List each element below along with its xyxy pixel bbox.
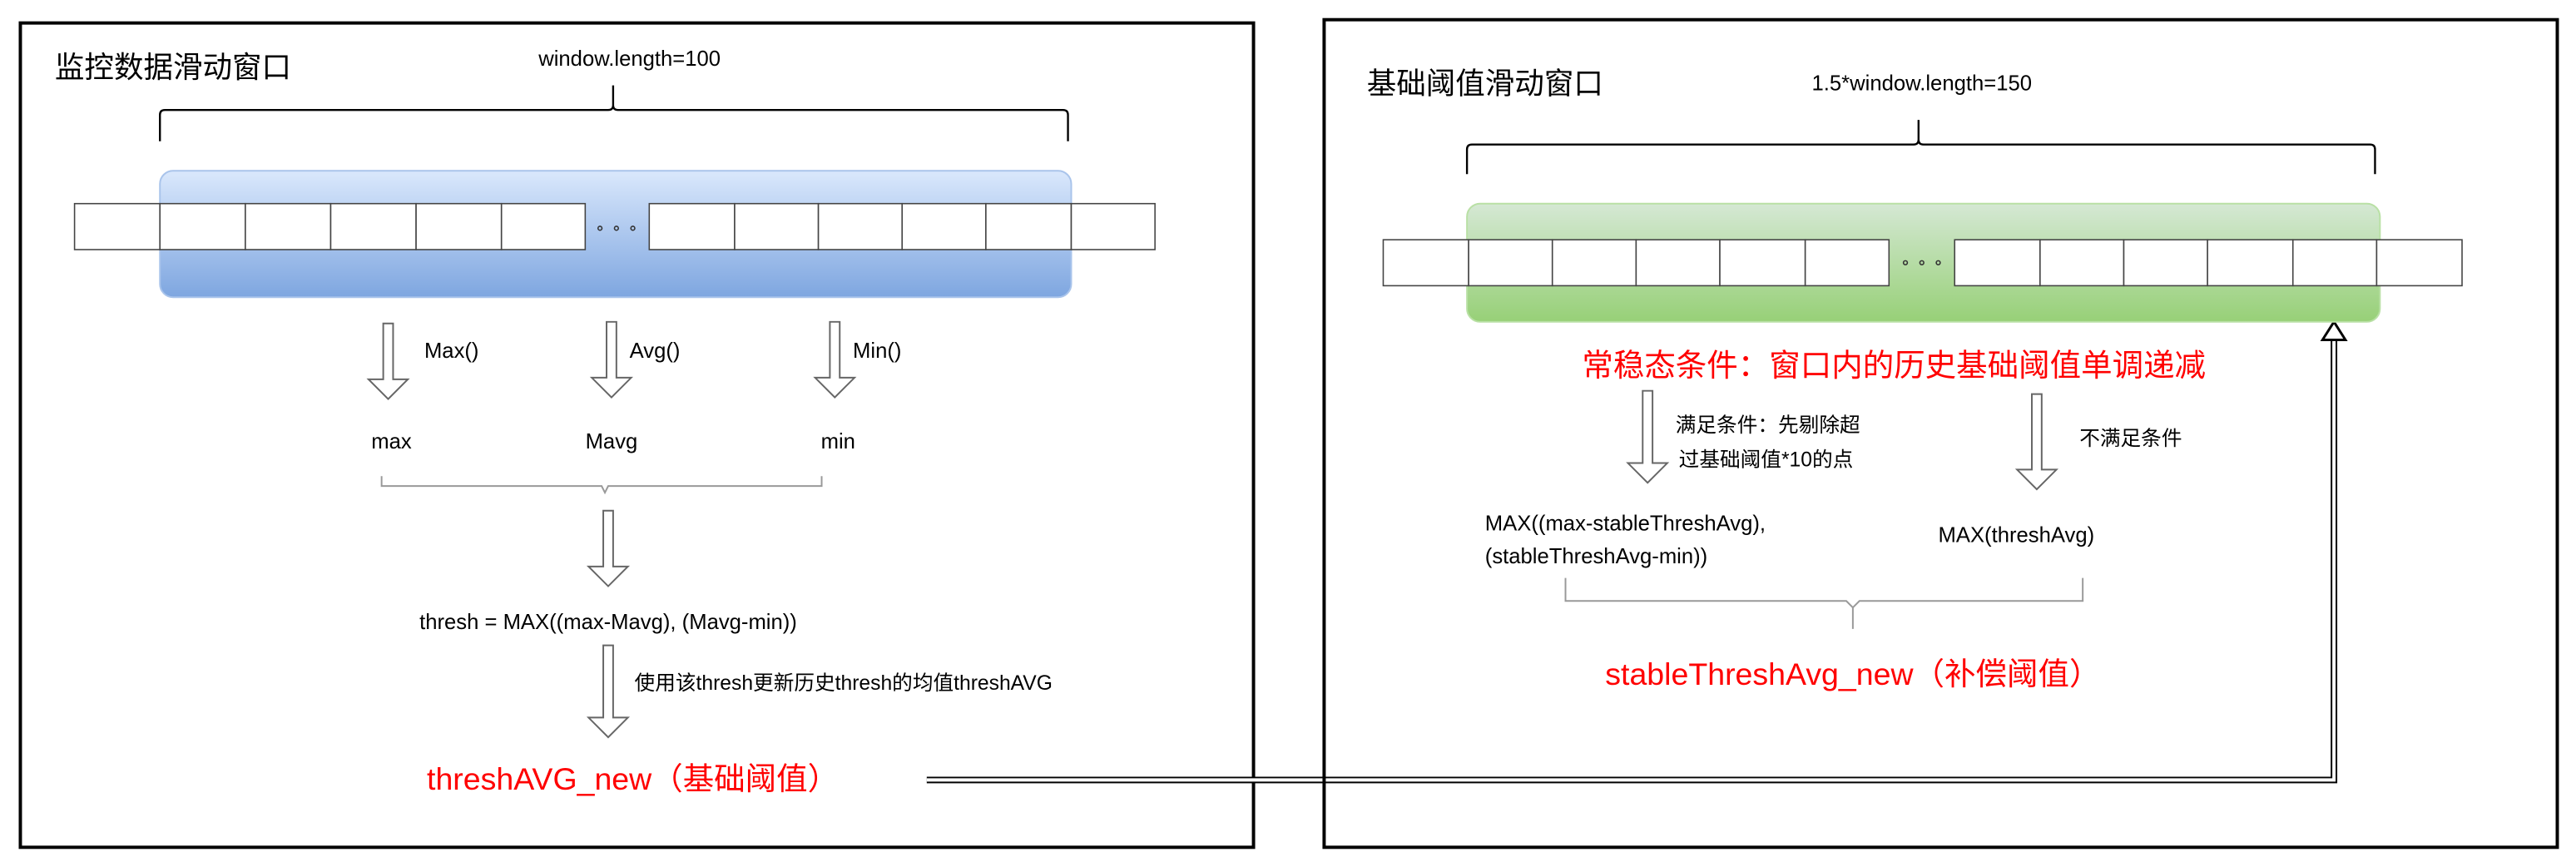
no-arrow-icon [2014,393,2058,491]
yes-formula-line-2: (stableThreshAvg-min)) [1485,545,1707,568]
left-panel-border [18,21,1256,850]
branch-yes-label-1: 满足条件：先剔除超 [1676,414,1860,437]
max-result: max [371,430,412,453]
avg-arrow-icon [591,320,632,399]
connector-arrowhead-icon [2320,320,2348,341]
window-length-label: window.length=100 [537,47,721,71]
avg-func-label: Avg() [630,339,681,363]
results-brace [380,476,823,495]
right-panel: 基础阈值滑动窗口 1.5*window.length=150 常稳态条件：窗口内… [1322,17,2559,850]
branch-no-label: 不满足条件 [2079,427,2182,450]
max-func-label: Max() [424,339,479,363]
yes-formula-line-1: MAX((max-stableThreshAvg), [1485,512,1766,535]
max-arrow-icon [367,322,409,400]
window-brace-right [1465,120,2376,175]
branch-yes-label-2: 过基础阈值*10的点 [1679,448,1854,471]
window-brace [159,85,1069,141]
window-length-label-right: 1.5*window.length=150 [1812,72,2032,96]
right-panel-border [1322,17,2559,850]
min-arrow-icon [814,320,855,399]
no-formula: MAX(threshAvg) [1939,523,2095,547]
formulas-brace [1564,577,2084,629]
right-panel-title: 基础阈值滑动窗口 [1367,67,1603,100]
min-result: min [821,430,855,453]
steady-state-condition: 常稳态条件：窗口内的历史基础阈值单调递减 [1582,348,2206,383]
data-cells [73,202,1156,250]
formula-arrow-icon [587,509,629,587]
left-panel: 监控数据滑动窗口 window.length=100 Max() Avg() M… [18,21,1256,850]
left-panel-title: 监控数据滑动窗口 [55,51,291,84]
threshavg-new-output: threshAVG_new（基础阈值） [427,761,839,796]
update-label: 使用该thresh更新历史thresh的均值threshAVG [635,671,1053,695]
threshold-cells [1382,239,2463,287]
update-arrow-icon [586,644,631,739]
connector-arrow [926,320,2348,784]
ellipsis-dots-right [1902,260,1941,265]
yes-arrow-icon [1626,389,1670,484]
mavg-result: Mavg [586,430,638,453]
stablethreshavg-new-output: stableThreshAvg_new（补偿阈值） [1605,656,2100,691]
thresh-formula: thresh = MAX((max-Mavg), (Mavg-min)) [419,611,797,634]
min-func-label: Min() [853,339,901,363]
ellipsis-dots [597,225,636,231]
